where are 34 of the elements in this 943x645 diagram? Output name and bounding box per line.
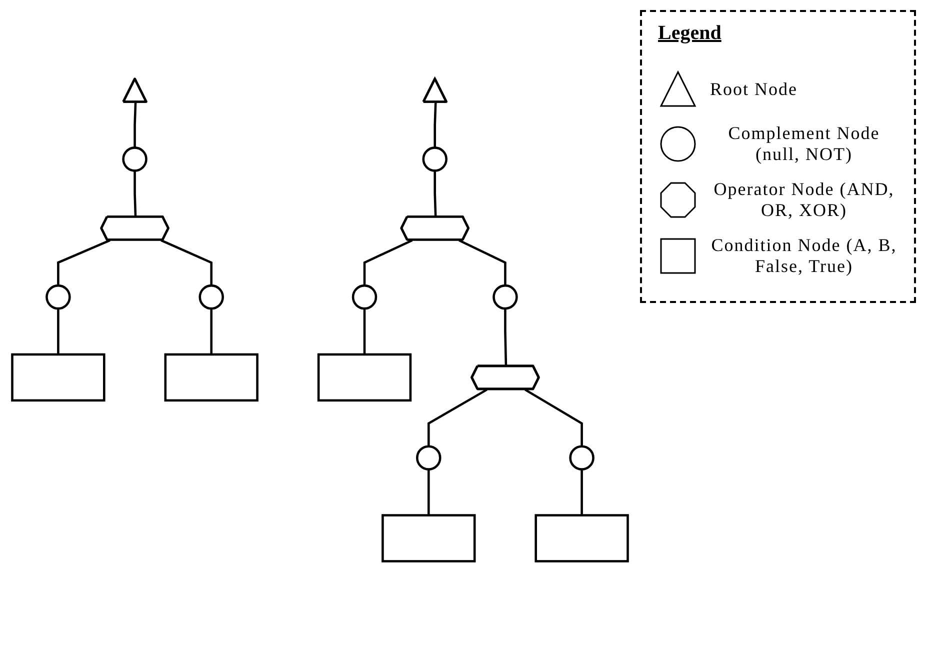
node-circle bbox=[122, 146, 148, 172]
connector bbox=[524, 388, 583, 446]
connector bbox=[134, 170, 137, 218]
node-box bbox=[11, 353, 106, 402]
connector bbox=[504, 308, 508, 367]
legend-text: Condition Node (A, B, False, True) bbox=[710, 235, 898, 277]
connector bbox=[363, 308, 366, 354]
connector bbox=[458, 239, 506, 286]
legend-text: Operator Node (AND, OR, XOR) bbox=[712, 179, 896, 221]
node-circle bbox=[569, 445, 594, 470]
legend-text: Complement Node (null, NOT) bbox=[727, 123, 881, 165]
connector bbox=[428, 388, 488, 446]
node-box bbox=[382, 514, 476, 562]
node-box bbox=[317, 353, 412, 402]
node-circle bbox=[416, 445, 442, 470]
connector bbox=[434, 102, 437, 148]
connector bbox=[580, 469, 583, 516]
connector bbox=[434, 170, 437, 218]
connector bbox=[210, 308, 212, 354]
node-circle bbox=[46, 284, 71, 310]
connector bbox=[134, 102, 137, 148]
connector bbox=[57, 308, 60, 354]
node-circle bbox=[422, 146, 448, 172]
node-box bbox=[534, 514, 629, 562]
connector bbox=[428, 469, 430, 516]
node-circle bbox=[352, 284, 378, 310]
connector bbox=[160, 239, 212, 286]
legend-title: Legend bbox=[658, 22, 722, 45]
connector bbox=[363, 239, 413, 286]
connector bbox=[57, 239, 110, 286]
legend-text: Root Node bbox=[710, 78, 798, 100]
node-circle bbox=[492, 284, 518, 310]
node-circle bbox=[198, 284, 224, 310]
node-box bbox=[164, 353, 258, 402]
